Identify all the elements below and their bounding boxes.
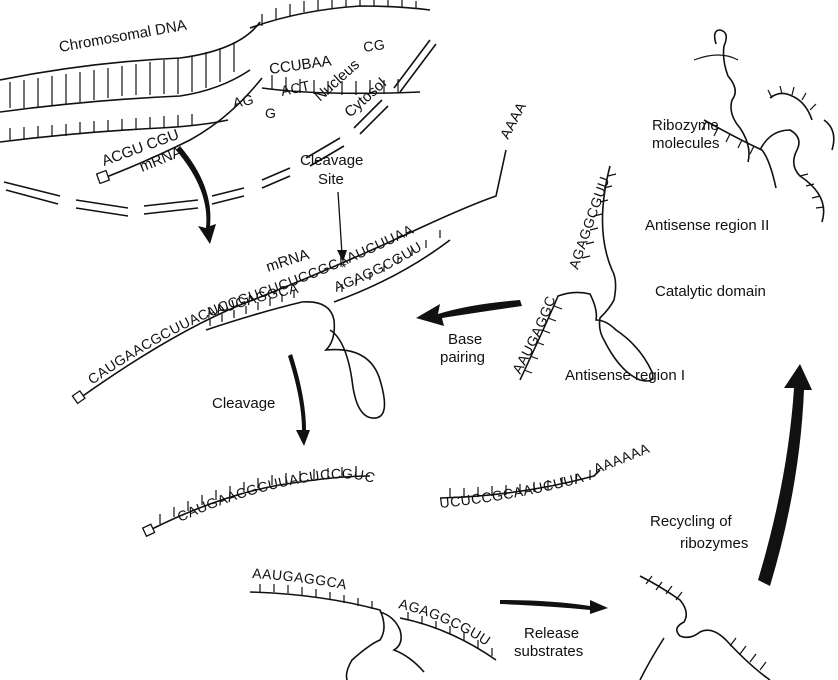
release-label-line2: substrates [514, 643, 583, 660]
release-group: Release substrates [500, 600, 608, 660]
base-pairing-arrow [416, 300, 522, 326]
dna-sequence-act: ACT [279, 77, 311, 99]
chromosomal-dna-group: Chromosomal DNA CCUBAA CG ACT AG G [0, 0, 430, 142]
chromosomal-dna-label: Chromosomal DNA [58, 17, 188, 56]
mrna-poly-a: AAAA [497, 99, 530, 141]
release-arrow [500, 600, 608, 614]
base-pairing-label-line2: pairing [440, 349, 485, 366]
dna-sequence-top: CCUBAA [268, 52, 332, 78]
cleaved-fragment-right: UCUCCGCAAUCUUA AAAAAA [439, 440, 652, 511]
cleaved-fragment-left: CAUGAACGCUUACUCCGUC [143, 465, 378, 536]
dna-sequence-g: G [265, 105, 276, 121]
antisense-region-1-label: Antisense region I [565, 367, 685, 384]
free-ribozyme: AAUGAGGCA AGAGGCGUU Antisense region II … [0, 0, 769, 384]
recycling-label-line2: ribozymes [680, 535, 748, 552]
cleavage-site-label-line2: Site [318, 171, 344, 188]
cleavage-mark: * [341, 259, 347, 275]
fragment-poly-a: AAAAAA [591, 440, 652, 477]
cleavage-arrow [288, 354, 310, 446]
ribozyme-molecules-label-line2: molecules [652, 135, 720, 152]
recycled-ribozyme [640, 576, 770, 680]
dna-sequence-cg: CG [362, 36, 386, 55]
antisense-region-2-label: Antisense region II [645, 217, 769, 234]
ribozyme-free-seq-1: AAUGAGGCA [0, 0, 559, 376]
release-label-line1: Release [524, 625, 579, 642]
catalytic-domain-label: Catalytic domain [655, 283, 766, 300]
recycling-group: Recycling of ribozymes [650, 364, 812, 586]
released-ribozyme: AAUGAGGCA AGAGGCGUU [250, 565, 496, 680]
ribozyme-molecules-cluster: Ribozyme molecules [652, 30, 834, 222]
cleavage-site-label-line1: Cleavage [300, 152, 363, 169]
export-arrow [176, 146, 216, 244]
cleavage-label: Cleavage [212, 395, 275, 412]
base-pairing-label-line1: Base [448, 331, 482, 348]
released-seq-2: AGAGGCGUU [397, 595, 493, 648]
fragment-left-sequence: CAUGAACGCUUACUCCGUC [175, 465, 378, 524]
released-seq-1: AAUGAGGCA [252, 565, 349, 592]
recycling-label-line1: Recycling of [650, 513, 733, 530]
recycling-arrow [758, 364, 812, 586]
base-pairing-group: Base pairing [416, 300, 522, 366]
fragment-right-sequence: UCUCCGCAAUCUUA [439, 469, 586, 511]
cytosol-label: Cytosol [341, 75, 390, 121]
cleavage-step-group: Cleavage [212, 354, 310, 446]
ribozyme-molecules-label-line1: Ribozyme [652, 117, 719, 134]
